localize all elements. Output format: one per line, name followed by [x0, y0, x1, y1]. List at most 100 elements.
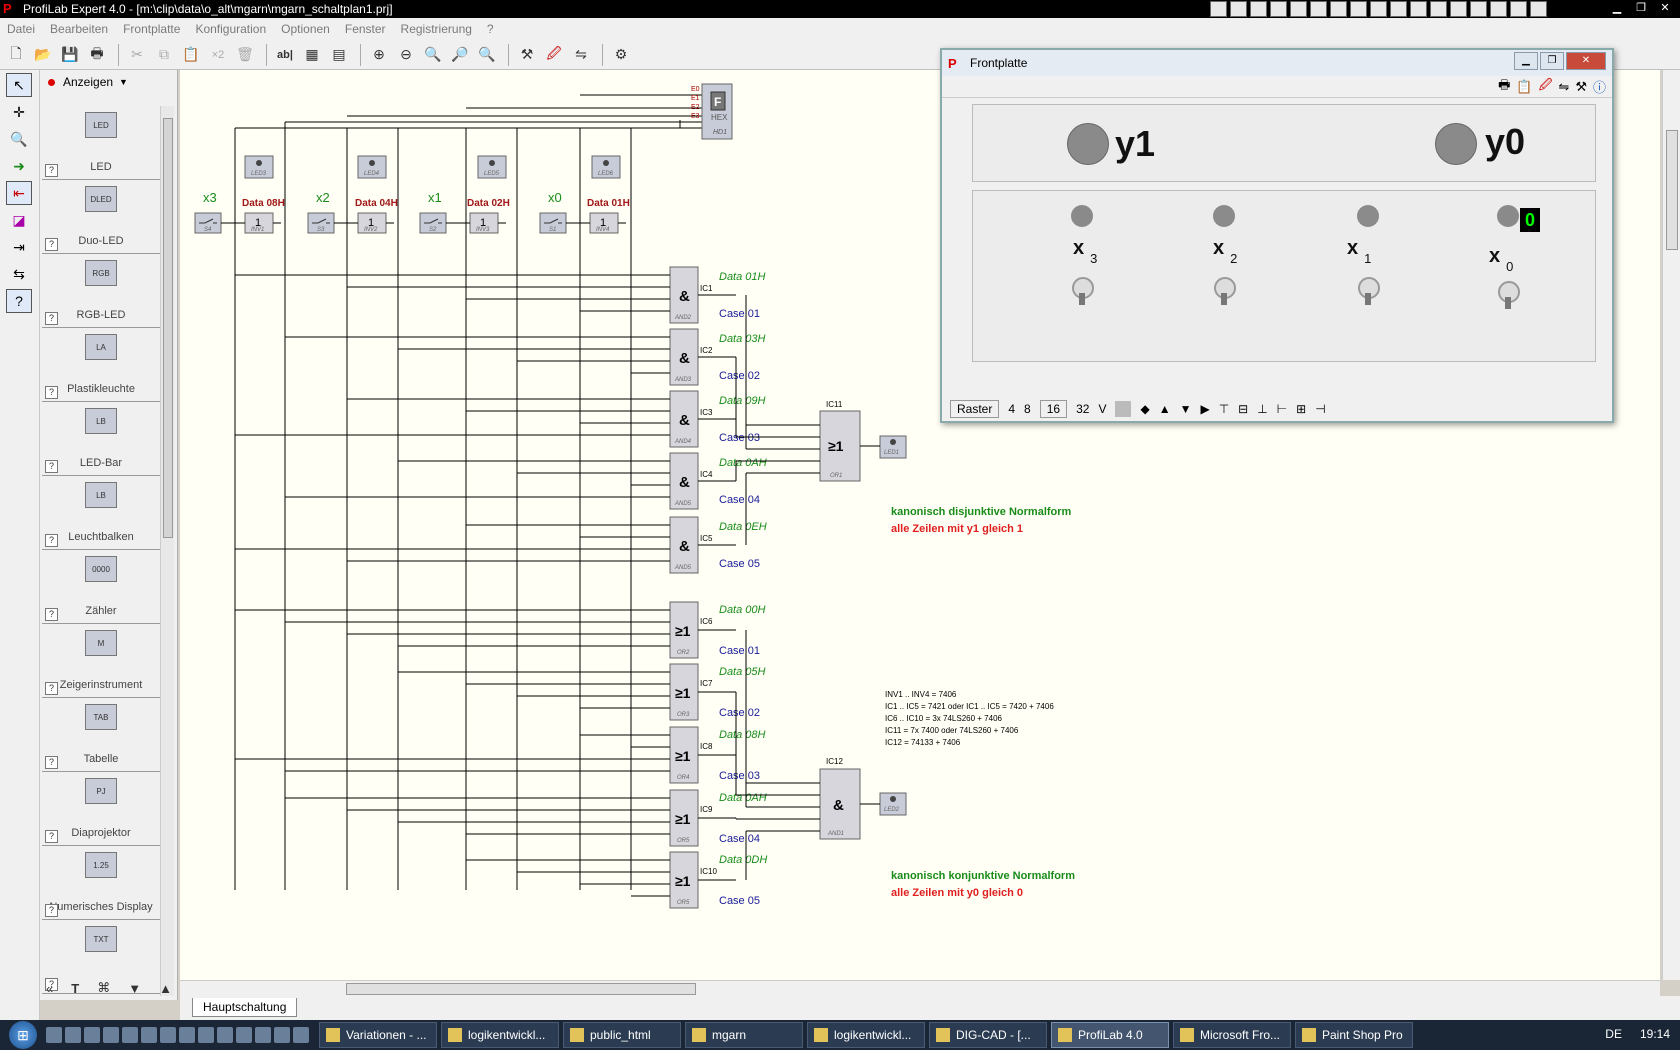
- quick-icon[interactable]: [217, 1027, 233, 1043]
- quick-icon[interactable]: [103, 1027, 119, 1043]
- menu-item-6[interactable]: Registrierung: [400, 22, 472, 36]
- help-icon[interactable]: ?: [45, 238, 58, 251]
- print-icon[interactable]: 🖶: [90, 44, 104, 61]
- table-icon[interactable]: ▦: [305, 46, 319, 62]
- palette-scrollbar[interactable]: [160, 106, 174, 996]
- quick-icon[interactable]: [1330, 1, 1347, 17]
- close-icon[interactable]: ✕: [1660, 2, 1670, 14]
- menu-item-3[interactable]: Konfiguration: [195, 22, 267, 36]
- taskbar-item[interactable]: Variationen - ...: [319, 1022, 437, 1048]
- v-scroll-thumb[interactable]: [1666, 130, 1678, 250]
- restore-icon[interactable]: ❐: [1636, 2, 1646, 14]
- raster-option-16[interactable]: 16: [1039, 400, 1068, 418]
- quick-icon[interactable]: [65, 1027, 81, 1043]
- align-center-icon[interactable]: ⊞: [1296, 402, 1307, 416]
- quick-icon[interactable]: [46, 1027, 62, 1043]
- help-icon[interactable]: ?: [45, 904, 58, 917]
- save-icon[interactable]: 💾: [61, 46, 79, 62]
- help-icon[interactable]: ⓘ: [1592, 80, 1606, 95]
- raster-option-v[interactable]: V: [1098, 402, 1107, 416]
- magnifier-icon[interactable]: 🔍: [10, 130, 28, 147]
- list-icon[interactable]: ▤: [332, 46, 346, 62]
- help-icon[interactable]: ?: [45, 756, 58, 769]
- help-cursor-icon[interactable]: ?: [6, 289, 32, 313]
- probe-icon[interactable]: 🖉: [546, 44, 562, 61]
- zoom-out-icon[interactable]: ⊖: [400, 46, 412, 62]
- quick-icon[interactable]: [1310, 1, 1327, 17]
- taskbar-item[interactable]: DIG-CAD - [...: [929, 1022, 1047, 1048]
- cut-icon[interactable]: ✂: [131, 46, 143, 62]
- raster-option-8[interactable]: 8: [1024, 402, 1031, 416]
- quick-icon[interactable]: [141, 1027, 157, 1043]
- quick-icon[interactable]: [1210, 1, 1227, 17]
- toggle-switch-x3[interactable]: [1069, 275, 1095, 305]
- align-right-icon[interactable]: ⊣: [1315, 402, 1326, 416]
- paste-icon[interactable]: 📋: [182, 46, 200, 62]
- quick-icon[interactable]: [1430, 1, 1447, 17]
- connect-icon[interactable]: ⇋: [1558, 78, 1570, 94]
- arrow-down-icon[interactable]: ▼: [1179, 402, 1192, 416]
- tools-icon[interactable]: ⚒: [1575, 78, 1587, 94]
- toggle-switch-x1[interactable]: [1355, 275, 1381, 305]
- help-icon[interactable]: ?: [45, 978, 58, 991]
- menu-item-5[interactable]: Fenster: [344, 22, 386, 36]
- quick-icon[interactable]: [1270, 1, 1287, 17]
- quick-icon[interactable]: [198, 1027, 214, 1043]
- minimize-icon[interactable]: ▁: [1612, 2, 1622, 14]
- io-icon[interactable]: ◪: [12, 211, 26, 228]
- palette-item[interactable]: TXT?: [42, 926, 160, 994]
- copy-icon[interactable]: ⧉: [159, 46, 169, 62]
- canvas-horizontal-scrollbar[interactable]: [180, 980, 1660, 996]
- scroll-up-icon[interactable]: ▲: [159, 980, 172, 996]
- minimize-icon[interactable]: ▁: [1514, 52, 1538, 70]
- delete-icon[interactable]: 🗑: [236, 46, 254, 62]
- binoculars-icon[interactable]: ⌘: [97, 980, 111, 995]
- menu-item-0[interactable]: Datei: [7, 22, 36, 36]
- palette-filter[interactable]: Anzeigen ▼: [40, 70, 177, 94]
- quick-icon[interactable]: [274, 1027, 290, 1043]
- quick-icon[interactable]: [1530, 1, 1547, 17]
- quick-icon[interactable]: [1410, 1, 1427, 17]
- run-arrow-icon[interactable]: ➜: [13, 157, 25, 174]
- tools-icon[interactable]: ⚒: [520, 46, 534, 62]
- language-indicator[interactable]: DE: [1605, 1027, 1622, 1041]
- tab-hauptschaltung[interactable]: Hauptschaltung: [192, 998, 298, 1017]
- text-tool-button[interactable]: ab|: [277, 48, 293, 61]
- frontplatte-titlebar[interactable]: P Frontplatte: [942, 50, 1612, 76]
- duplicate-icon[interactable]: ×2: [211, 48, 225, 61]
- zoom-fit-icon[interactable]: 🔍: [424, 46, 442, 62]
- clipboard-icon[interactable]: 📋: [1516, 78, 1533, 94]
- quick-icon[interactable]: [293, 1027, 309, 1043]
- canvas-vertical-scrollbar[interactable]: [1662, 70, 1680, 980]
- route-icon[interactable]: ⇆: [13, 265, 25, 282]
- quick-icon[interactable]: [1470, 1, 1487, 17]
- settings-gear-icon[interactable]: ⚙: [614, 46, 628, 62]
- align-top-icon[interactable]: ⊤: [1218, 402, 1230, 416]
- quick-icon[interactable]: [236, 1027, 252, 1043]
- probe-icon[interactable]: 🖉: [1538, 76, 1553, 92]
- quick-icon[interactable]: [1490, 1, 1507, 17]
- taskbar-item[interactable]: logikentwickl...: [807, 1022, 925, 1048]
- close-icon[interactable]: ✕: [1566, 52, 1606, 70]
- palette-scroll-thumb[interactable]: [163, 118, 173, 538]
- print-icon[interactable]: 🖶: [1498, 76, 1511, 92]
- quick-icon[interactable]: [1350, 1, 1367, 17]
- help-icon[interactable]: ?: [45, 164, 58, 177]
- toggle-switch-x0[interactable]: [1495, 279, 1521, 309]
- help-icon[interactable]: ?: [45, 460, 58, 473]
- arrow-up-icon[interactable]: ▲: [1158, 402, 1171, 416]
- export-icon[interactable]: ⇥: [13, 238, 25, 255]
- arrow-left-icon[interactable]: ◆: [1140, 402, 1150, 416]
- help-icon[interactable]: ?: [45, 386, 58, 399]
- stop-icon[interactable]: ⇤: [6, 181, 32, 205]
- menu-item-1[interactable]: Bearbeiten: [50, 22, 109, 36]
- taskbar-item[interactable]: mgarn: [685, 1022, 803, 1048]
